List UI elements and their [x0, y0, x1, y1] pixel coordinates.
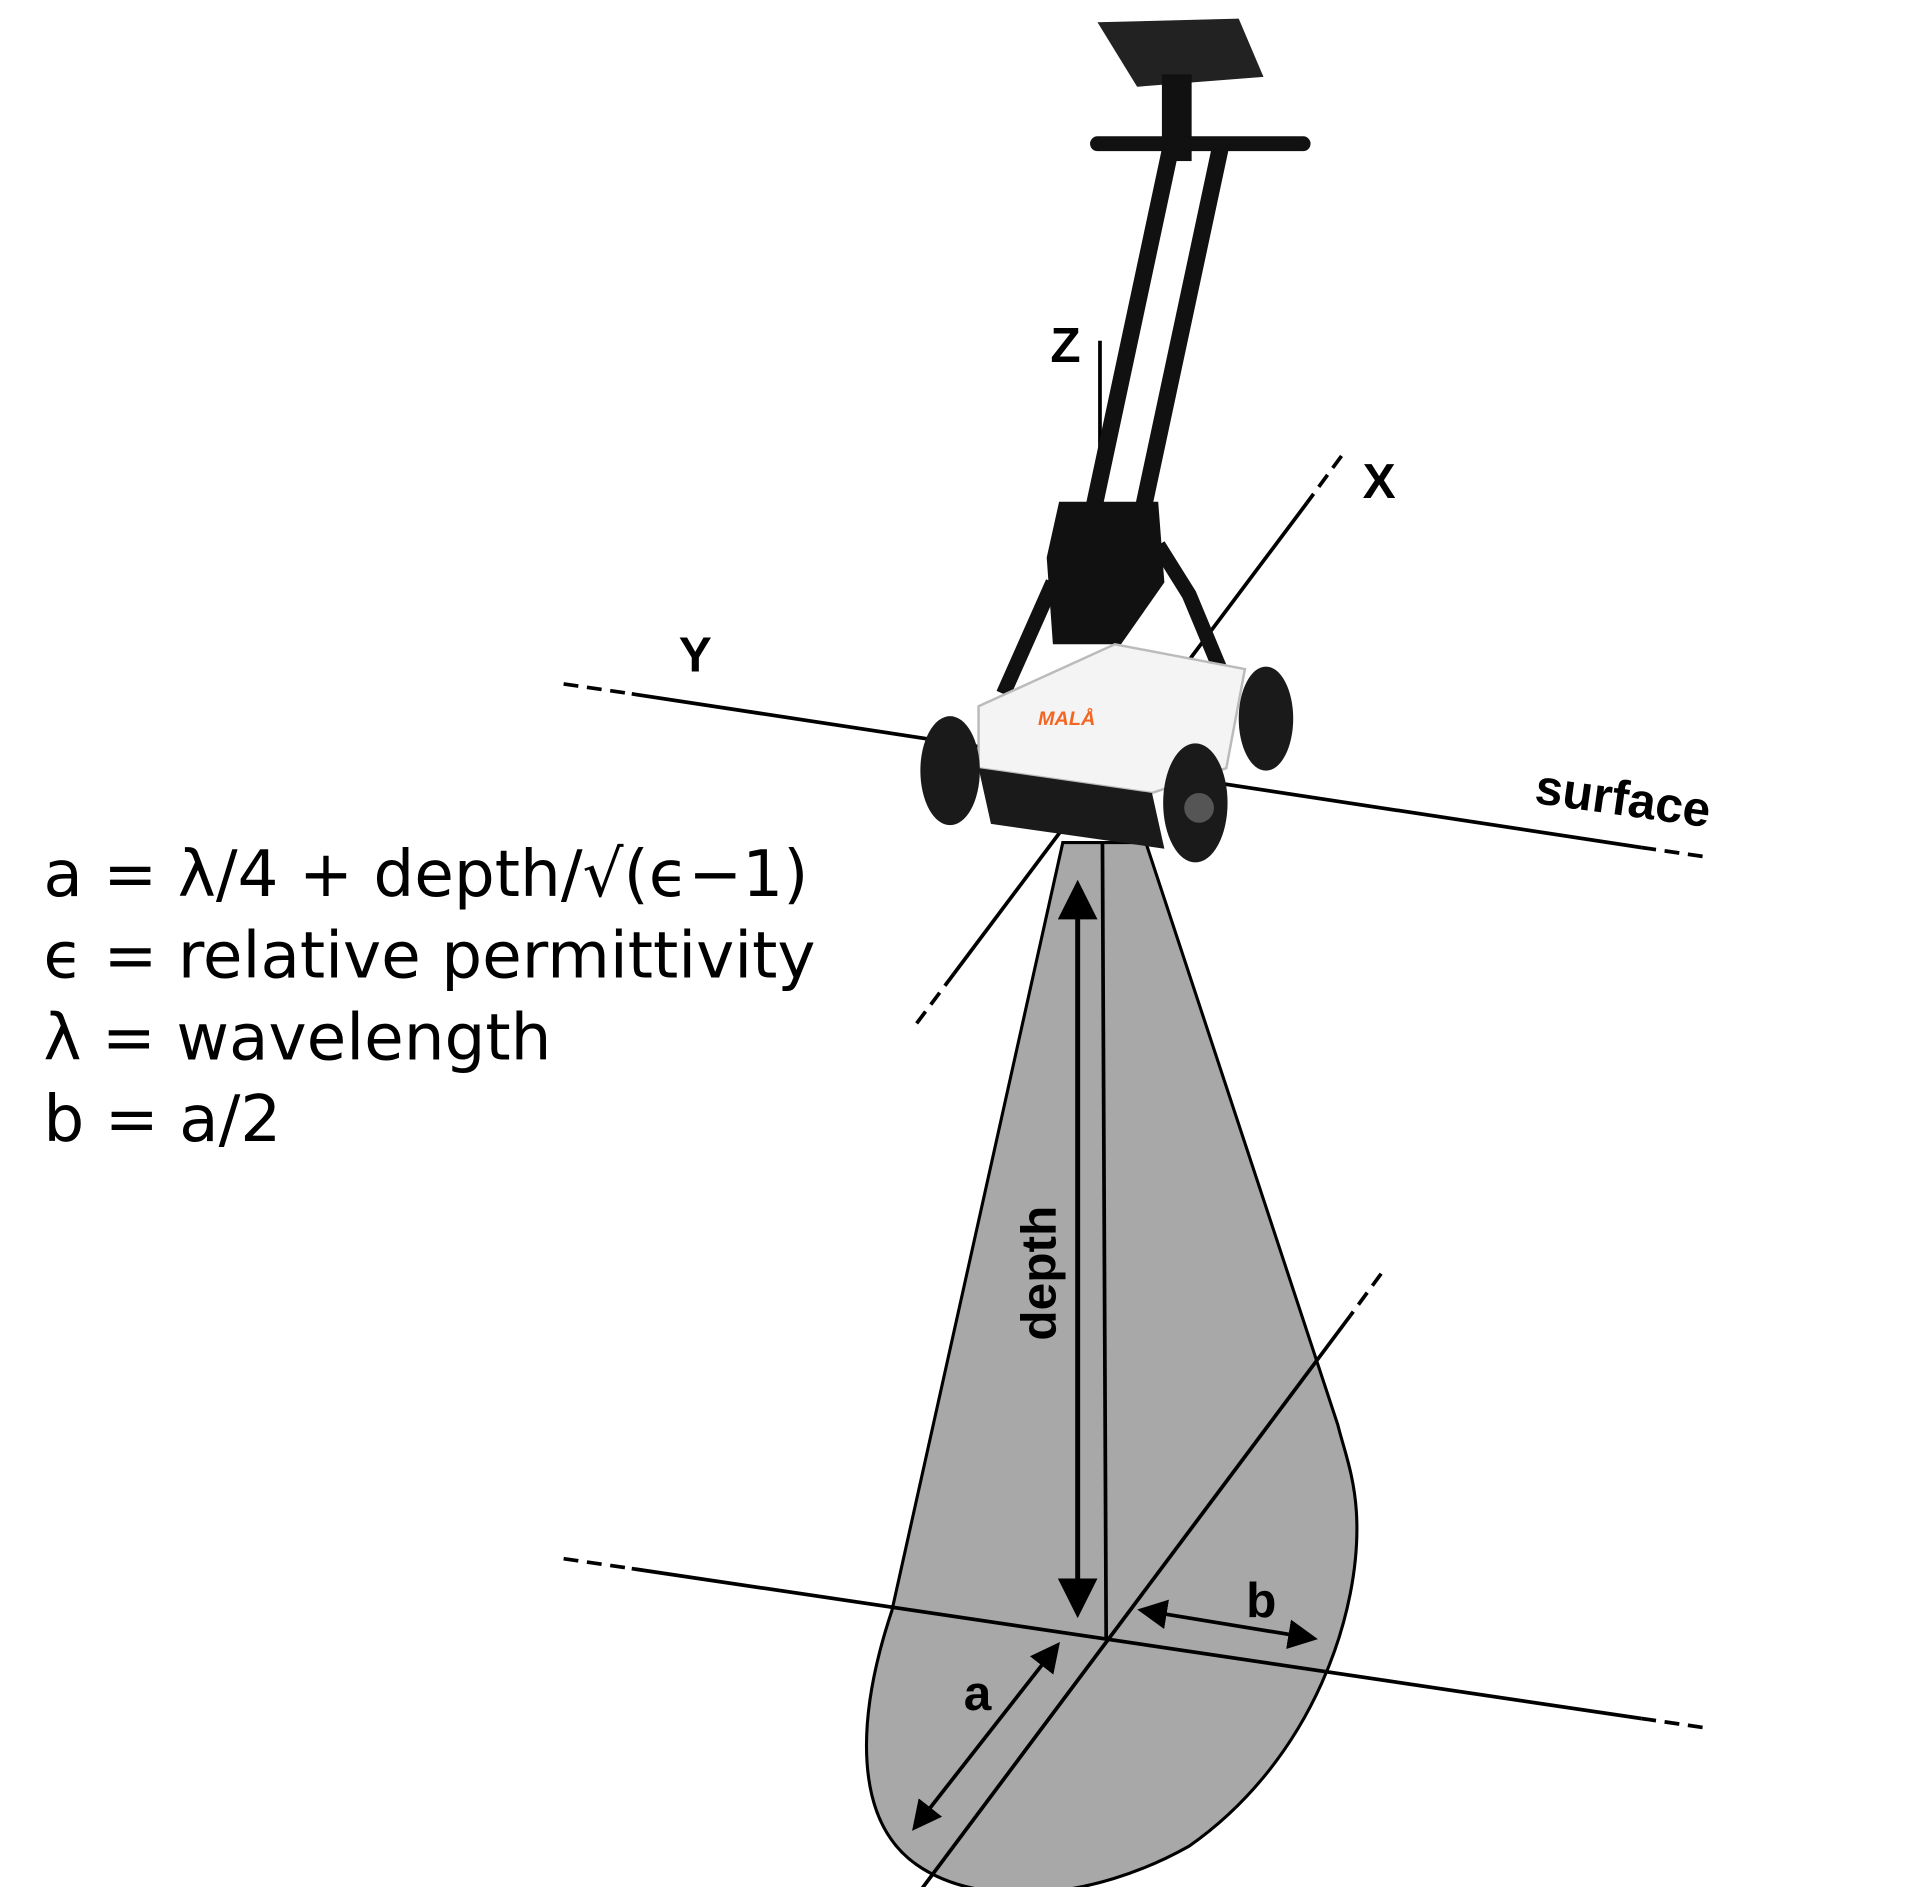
- equation-epsilon: ϵ = relative permittivity: [43, 919, 815, 994]
- a-label: a: [964, 1665, 992, 1721]
- y-axis-label: Y: [679, 627, 712, 683]
- depth-label: depth: [1010, 1206, 1066, 1341]
- surface-label: surface: [1532, 758, 1714, 838]
- depth-y-axis: [563, 1556, 1710, 1731]
- equation-lambda: λ = wavelength: [43, 1000, 551, 1075]
- z-axis-label: Z: [1050, 317, 1080, 373]
- equation-a: a = λ/4 + depth/√(ϵ−1): [43, 837, 808, 912]
- b-arrow: [1137, 1599, 1318, 1650]
- equations: a = λ/4 + depth/√(ϵ−1) ϵ = relative perm…: [43, 837, 815, 1157]
- gpr-cart-icon: MALÅ: [920, 18, 1311, 863]
- radar-beam-cone: [864, 840, 1359, 1887]
- beam-center-line: [1100, 842, 1109, 1638]
- equation-b: b = a/2: [43, 1082, 281, 1157]
- a-arrow: [912, 1642, 1060, 1831]
- x-axis-label: X: [1363, 453, 1396, 509]
- b-label: b: [1246, 1572, 1276, 1628]
- device-brand-logo: MALÅ: [1038, 706, 1095, 730]
